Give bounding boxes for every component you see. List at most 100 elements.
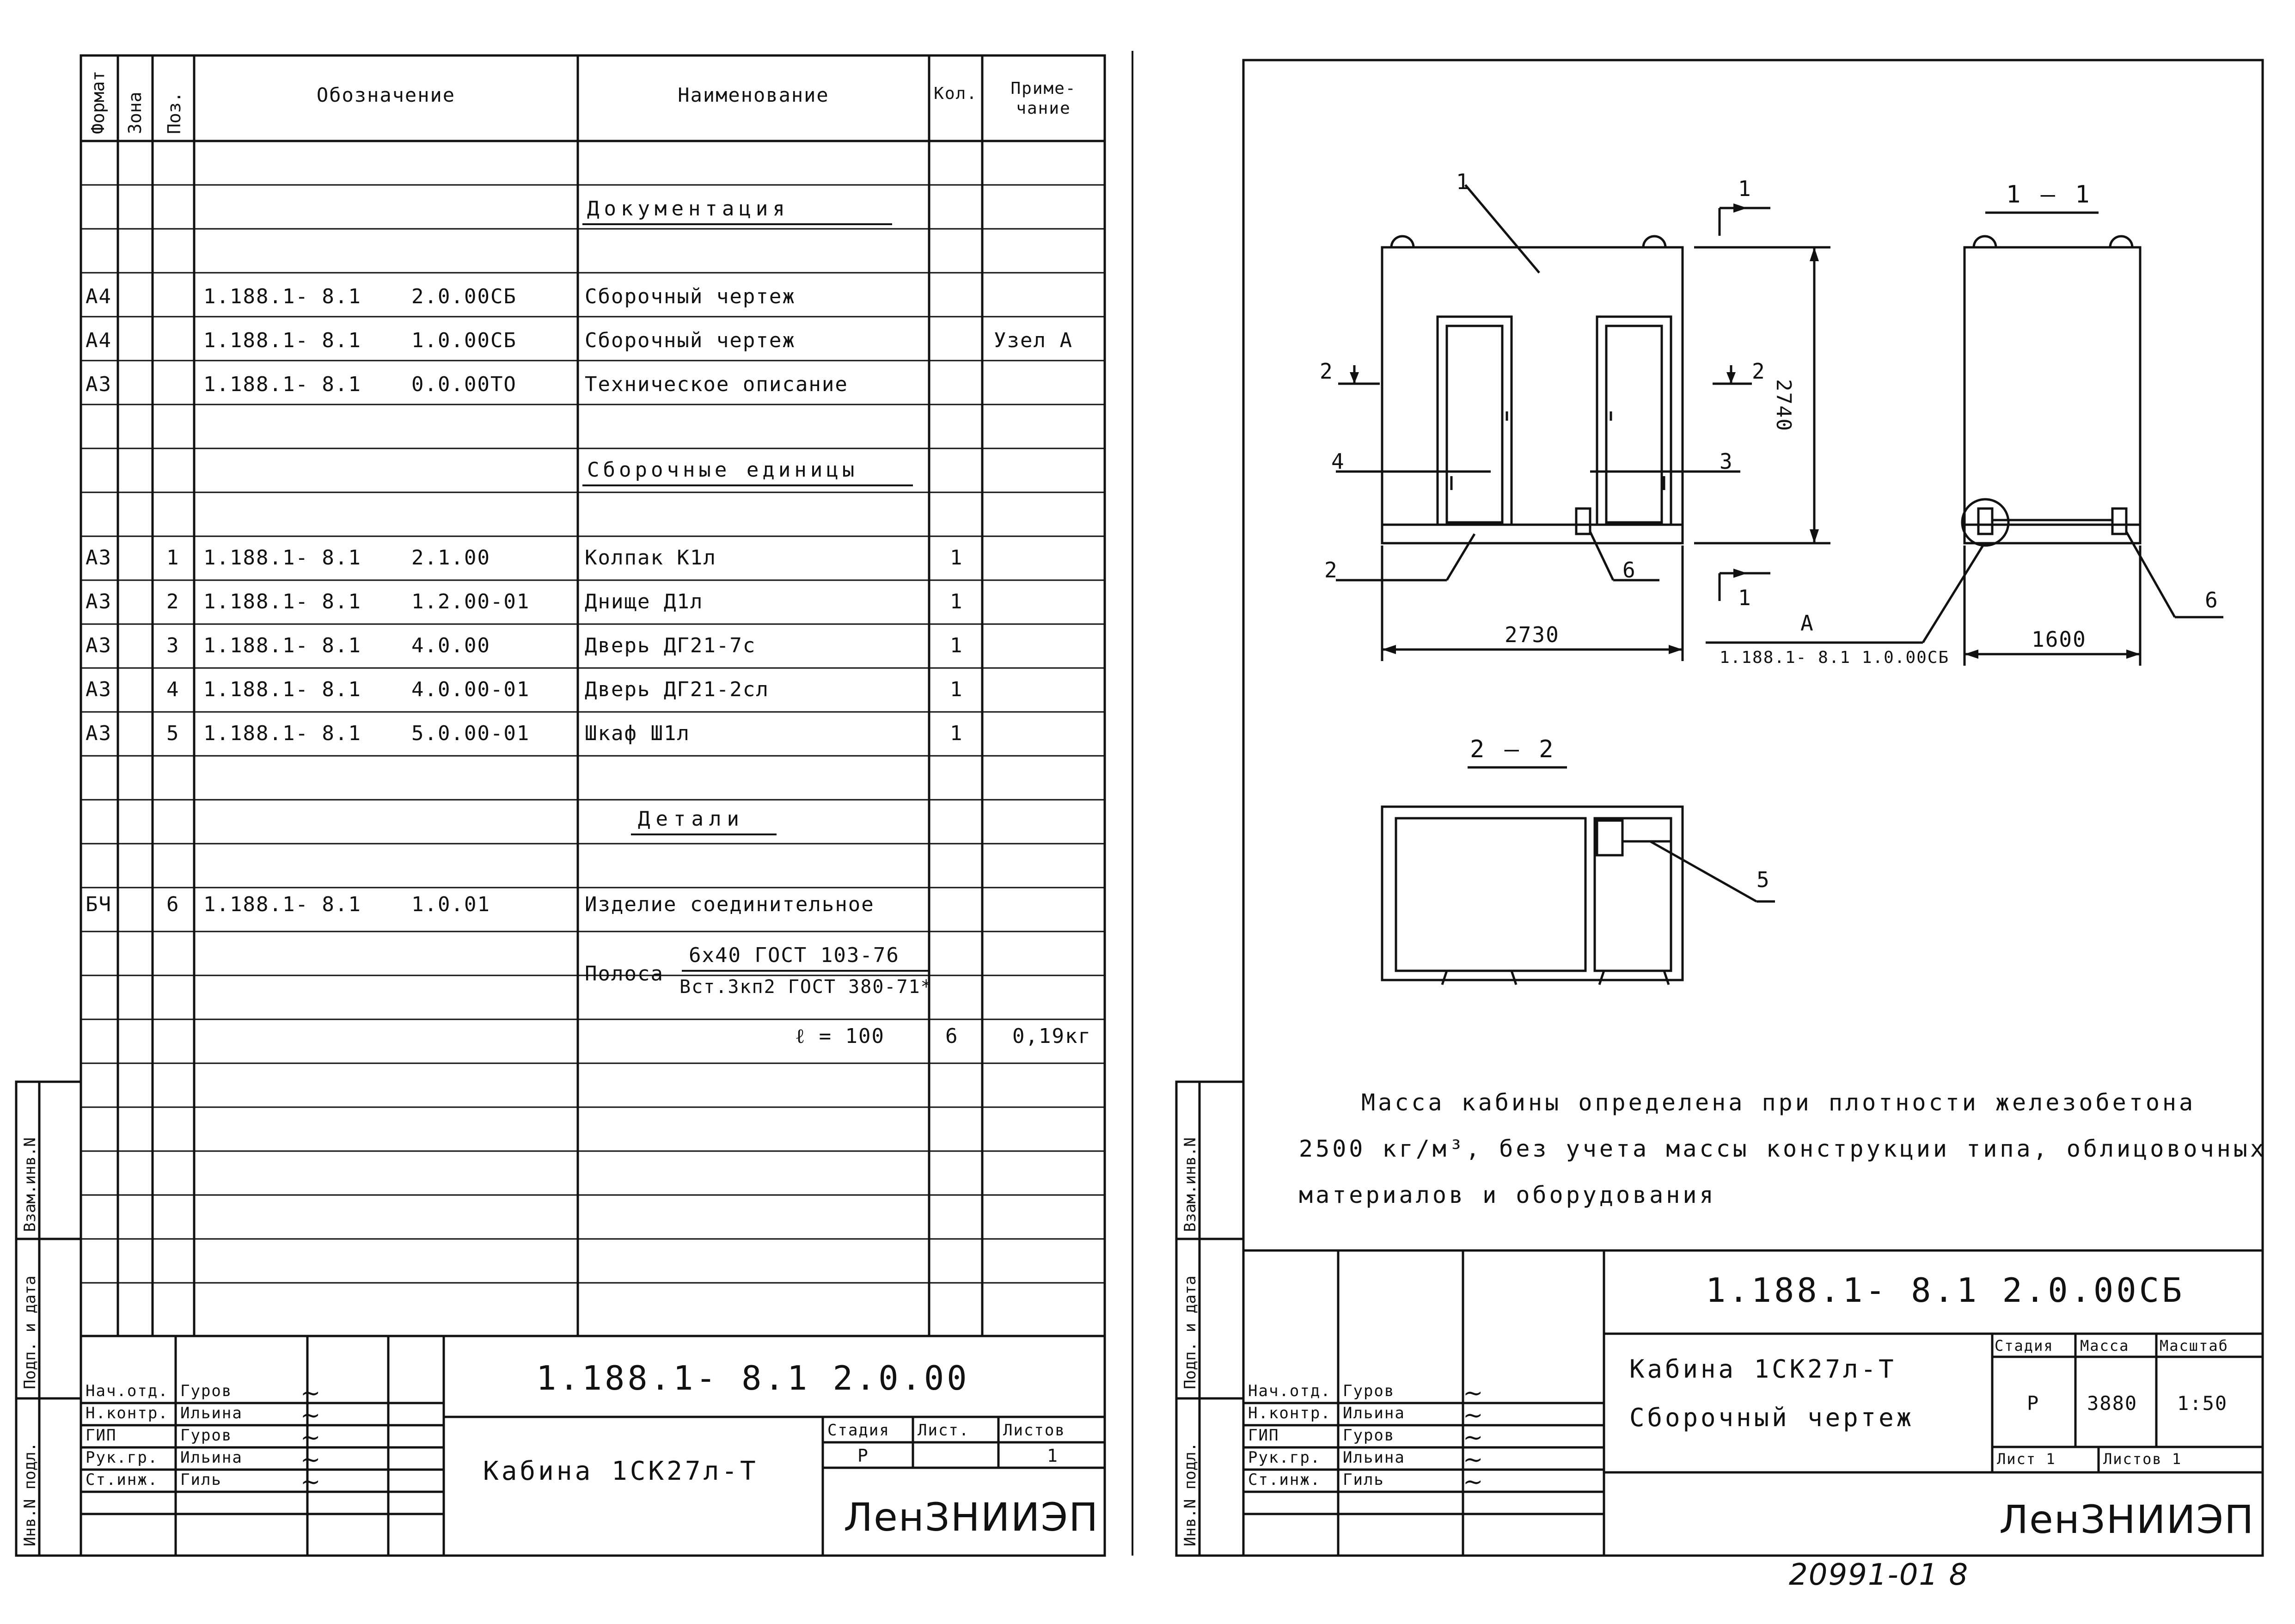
- row-format: БЧ: [86, 893, 112, 916]
- header-name: Наименование: [678, 84, 829, 106]
- signature-mark: ~: [1463, 1402, 1483, 1429]
- signature-mark: ~: [300, 1446, 321, 1474]
- section-details: Детали: [638, 807, 745, 831]
- side-view: [1706, 211, 2223, 666]
- plan-view: [1381, 766, 1775, 985]
- row-format: А3: [86, 722, 112, 745]
- left-sheet-label: Лист.: [918, 1421, 970, 1440]
- signatory-name: Гуров: [1343, 1426, 1395, 1445]
- row-name: Сборочный чертеж: [585, 285, 796, 308]
- note-line-2: 2500 кг/м³, без учета массы конструкции …: [1299, 1135, 2267, 1162]
- row-designation-suffix: 5.0.00-01: [411, 722, 530, 745]
- signatory-name: Гуров: [1343, 1382, 1395, 1400]
- note-line-3: материалов и оборудования: [1299, 1182, 1716, 1208]
- length-note: 0,19кг: [1012, 1024, 1091, 1048]
- row-pos: 2: [166, 590, 180, 613]
- label-view11: 1 — 1: [2006, 181, 2093, 208]
- label-detail-ref: 1.188.1- 8.1 1.0.00СБ: [1720, 648, 1950, 667]
- signatory-role: Н.контр.: [86, 1404, 169, 1422]
- row-designation-code: 1.188.1- 8.1: [203, 329, 361, 352]
- label-pos3: 3: [1720, 449, 1733, 474]
- row-qty: 1: [950, 678, 963, 701]
- strip-prefix: Полоса: [585, 962, 664, 986]
- row-designation-suffix: 1.2.00-01: [411, 590, 530, 613]
- label-pos2: 2: [1324, 558, 1338, 582]
- section-units: Сборочные единицы: [587, 458, 858, 482]
- row-designation-code: 1.188.1- 8.1: [203, 285, 361, 308]
- signatory-role: Рук.гр.: [86, 1448, 159, 1467]
- row-qty: 1: [950, 590, 963, 613]
- length-qty: 6: [945, 1024, 959, 1048]
- row-name: Дверь ДГ21-2сл: [585, 678, 769, 701]
- right-scale-label: Масштаб: [2160, 1337, 2228, 1354]
- label-pos1: 1: [1456, 169, 1470, 194]
- dim-width: 2730: [1505, 622, 1560, 647]
- signatory-role: ГИП: [1248, 1426, 1279, 1445]
- strip-top: 6х40 ГОСТ 103-76: [689, 944, 900, 967]
- signature-mark: ~: [1463, 1424, 1483, 1452]
- left-sheet-frame: [80, 54, 1106, 1557]
- left-side-sign: Подп. и дата: [21, 1275, 39, 1389]
- right-title-name1: Кабина 1СК27л-Т: [1629, 1354, 1897, 1384]
- row-name: Дверь ДГ21-7с: [585, 634, 756, 657]
- label-cut1: 1: [1738, 176, 1752, 201]
- row-name: Техническое описание: [585, 373, 848, 396]
- length-label: ℓ = 100: [795, 1024, 885, 1048]
- label-detail: А: [1800, 611, 1814, 636]
- strip-bottom: Вст.3кп2 ГОСТ 380-71*: [679, 976, 933, 998]
- right-side-vzam: Взам.инв.N: [1181, 1137, 1200, 1232]
- label-pos6a: 6: [1622, 558, 1636, 582]
- signature-mark: ~: [300, 1468, 321, 1496]
- row-designation-code: 1.188.1- 8.1: [203, 590, 361, 613]
- signatory-role: Нач.отд.: [86, 1382, 169, 1400]
- right-side-inv: Инв.N подл.: [1181, 1442, 1200, 1546]
- row-qty: 1: [950, 722, 963, 745]
- row-designation-code: 1.188.1- 8.1: [203, 678, 361, 701]
- row-qty: 1: [950, 546, 963, 570]
- right-side-strip: [1175, 1080, 1245, 1557]
- signature-mark: ~: [300, 1402, 321, 1429]
- header-qty: Кол.: [934, 84, 978, 103]
- left-side-vzam: Взам.инв.N: [21, 1137, 39, 1232]
- label-cut2b: 2: [1752, 359, 1766, 384]
- row-designation-code: 1.188.1- 8.1: [203, 722, 361, 745]
- left-side-strip: [15, 1080, 82, 1557]
- row-designation-code: 1.188.1- 8.1: [203, 373, 361, 396]
- row-designation-code: 1.188.1- 8.1: [203, 634, 361, 657]
- signatory-name: Гуров: [180, 1426, 233, 1445]
- row-name: Изделие соединительное: [585, 893, 875, 916]
- signatory-name: Ильина: [1343, 1448, 1405, 1467]
- row-designation-suffix: 0.0.00ТО: [411, 373, 517, 396]
- row-designation-suffix: 4.0.00: [411, 634, 490, 657]
- signatory-name: Ильина: [1343, 1404, 1405, 1422]
- dim-height: 2740: [1772, 379, 1795, 432]
- row-designation-suffix: 1.0.01: [411, 893, 490, 916]
- row-pos: 6: [166, 893, 180, 916]
- row-name: Колпак К1л: [585, 546, 716, 570]
- right-title-name2: Сборочный чертеж: [1629, 1403, 1915, 1432]
- left-title-name: Кабина 1СК27л-Т: [483, 1456, 759, 1486]
- signature-mark: ~: [1463, 1468, 1483, 1496]
- left-title-code: 1.188.1- 8.1 2.0.00: [536, 1359, 970, 1397]
- right-sheet-label: Лист 1: [1997, 1450, 2056, 1468]
- row-format: А4: [86, 285, 112, 308]
- left-sheets-label: Листов: [1003, 1421, 1065, 1440]
- label-cut1b: 1: [1738, 585, 1752, 610]
- row-name: Днище Д1л: [585, 590, 704, 613]
- right-sheet-frame: [1242, 59, 2264, 1557]
- signatory-role: Нач.отд.: [1248, 1382, 1331, 1400]
- row-name: Шкаф Ш1л: [585, 722, 690, 745]
- row-designation-suffix: 4.0.00-01: [411, 678, 530, 701]
- signatory-role: Рук.гр.: [1248, 1448, 1321, 1467]
- row-pos: 1: [166, 546, 180, 570]
- right-side-sign: Подп. и дата: [1181, 1275, 1200, 1389]
- row-qty: 1: [950, 634, 963, 657]
- section-docs: Документация: [587, 197, 789, 221]
- row-designation-suffix: 1.0.00СБ: [411, 329, 517, 352]
- left-stage: Р: [857, 1446, 869, 1466]
- signatory-role: Ст.инж.: [86, 1471, 159, 1489]
- signature-mark: ~: [300, 1424, 321, 1452]
- signatory-name: Ильина: [180, 1404, 243, 1422]
- row-designation-code: 1.188.1- 8.1: [203, 893, 361, 916]
- signatory-role: Ст.инж.: [1248, 1471, 1321, 1489]
